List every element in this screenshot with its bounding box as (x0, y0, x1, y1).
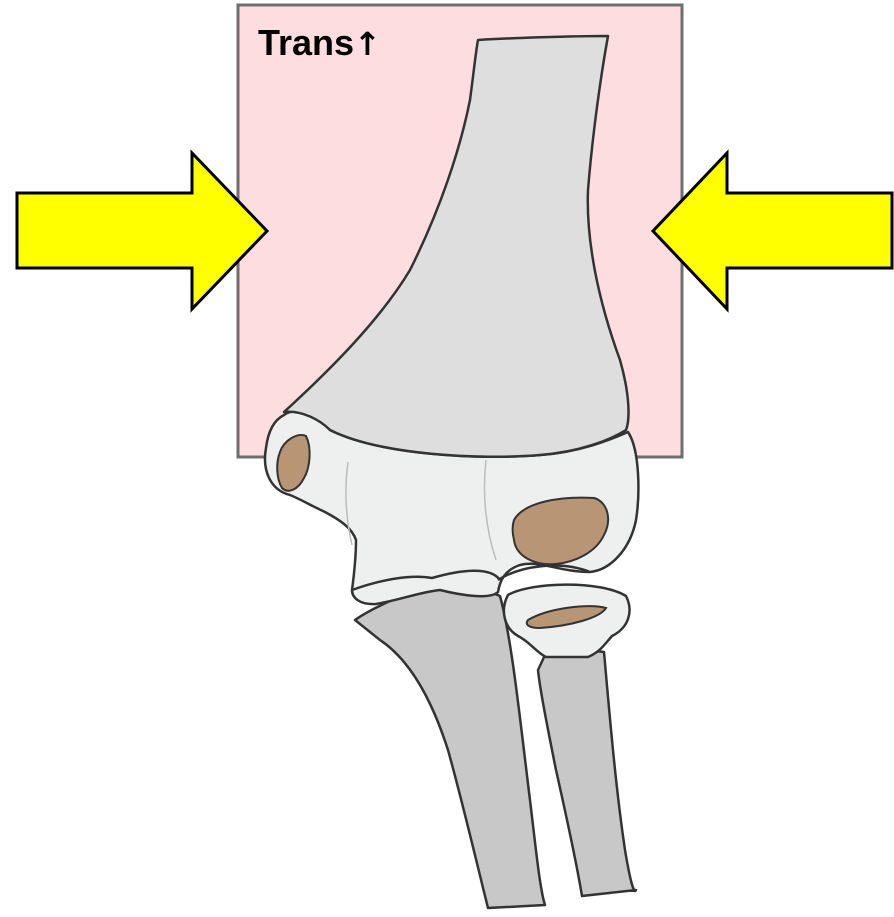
trans-label: Trans (258, 22, 354, 63)
right-compression-arrow-icon (653, 153, 892, 309)
trans-annotation: Trans↑ (258, 22, 381, 64)
up-arrow-icon: ↑ (354, 25, 381, 63)
left-compression-arrow-icon (17, 153, 267, 309)
radius-bone (538, 651, 636, 896)
